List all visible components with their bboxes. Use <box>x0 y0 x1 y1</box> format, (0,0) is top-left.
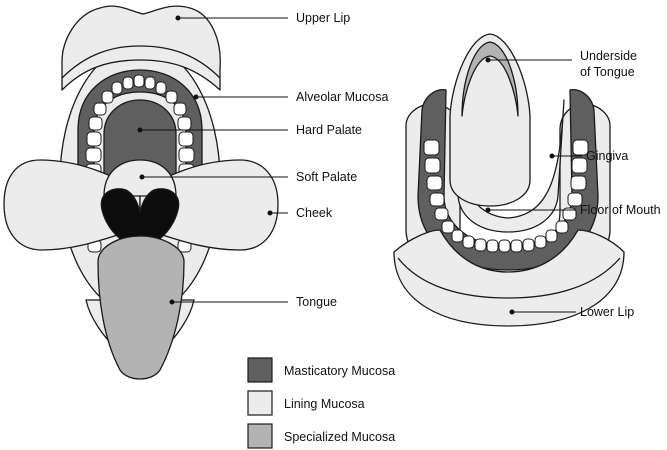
leader-dot <box>194 95 198 99</box>
tooth <box>430 193 444 206</box>
tooth <box>442 221 454 233</box>
tooth <box>112 82 122 94</box>
leader-dot <box>550 154 554 158</box>
leader-dot <box>486 208 490 212</box>
tooth <box>424 140 439 155</box>
legend-label-specialized: Specialized Mucosa <box>284 430 395 444</box>
tooth <box>435 208 448 220</box>
leader-dot <box>176 16 180 20</box>
tooth <box>452 230 463 242</box>
tooth <box>571 176 586 190</box>
tooth <box>487 240 498 252</box>
tooth <box>102 91 113 103</box>
tooth <box>179 148 194 162</box>
tooth <box>179 132 193 146</box>
label-upper-lip: Upper Lip <box>296 11 350 25</box>
upper-mouth-view <box>4 6 278 379</box>
legend-swatch-specialized <box>248 424 272 448</box>
tooth <box>166 91 177 103</box>
tooth <box>87 132 101 146</box>
tooth <box>511 240 522 252</box>
tooth <box>463 236 474 248</box>
legend-labels: Masticatory Mucosa Lining Mucosa Special… <box>284 364 395 444</box>
tooth <box>425 158 440 173</box>
label-gingiva: Gingiva <box>586 149 628 163</box>
tooth <box>134 75 144 87</box>
tooth <box>123 77 133 89</box>
label-underside-of-tongue-line1: Underside <box>580 49 637 63</box>
tongue-region <box>98 236 184 379</box>
label-alveolar-mucosa: Alveolar Mucosa <box>296 90 388 104</box>
tooth <box>499 240 510 252</box>
tooth <box>156 82 166 94</box>
label-soft-palate: Soft Palate <box>296 170 357 184</box>
tooth <box>475 239 486 251</box>
legend-label-masticatory: Masticatory Mucosa <box>284 364 395 378</box>
leader-dot <box>486 58 490 62</box>
tooth <box>178 117 191 130</box>
tooth <box>427 176 442 190</box>
label-cheek: Cheek <box>296 206 333 220</box>
legend-swatch-masticatory <box>248 358 272 382</box>
leader-dot <box>510 310 514 314</box>
leader-dot <box>170 300 174 304</box>
tooth <box>556 221 568 233</box>
label-lower-lip: Lower Lip <box>580 305 634 319</box>
legend-label-lining: Lining Mucosa <box>284 397 365 411</box>
tooth <box>86 148 101 162</box>
label-tongue: Tongue <box>296 295 337 309</box>
label-underside-of-tongue-line2: of Tongue <box>580 65 635 79</box>
label-hard-palate: Hard Palate <box>296 123 362 137</box>
leader-dot <box>140 175 144 179</box>
tooth <box>145 77 155 89</box>
tooth <box>546 230 557 242</box>
leader-dot <box>268 211 272 215</box>
tooth <box>89 117 102 130</box>
tooth <box>535 236 546 248</box>
tooth <box>174 103 186 115</box>
tooth <box>523 239 534 251</box>
tooth <box>94 103 106 115</box>
label-floor-of-mouth: Floor of Mouth <box>580 203 661 217</box>
legend-swatch-lining <box>248 391 272 415</box>
legend <box>248 358 272 448</box>
tooth <box>572 158 587 173</box>
leader-dot <box>138 128 142 132</box>
